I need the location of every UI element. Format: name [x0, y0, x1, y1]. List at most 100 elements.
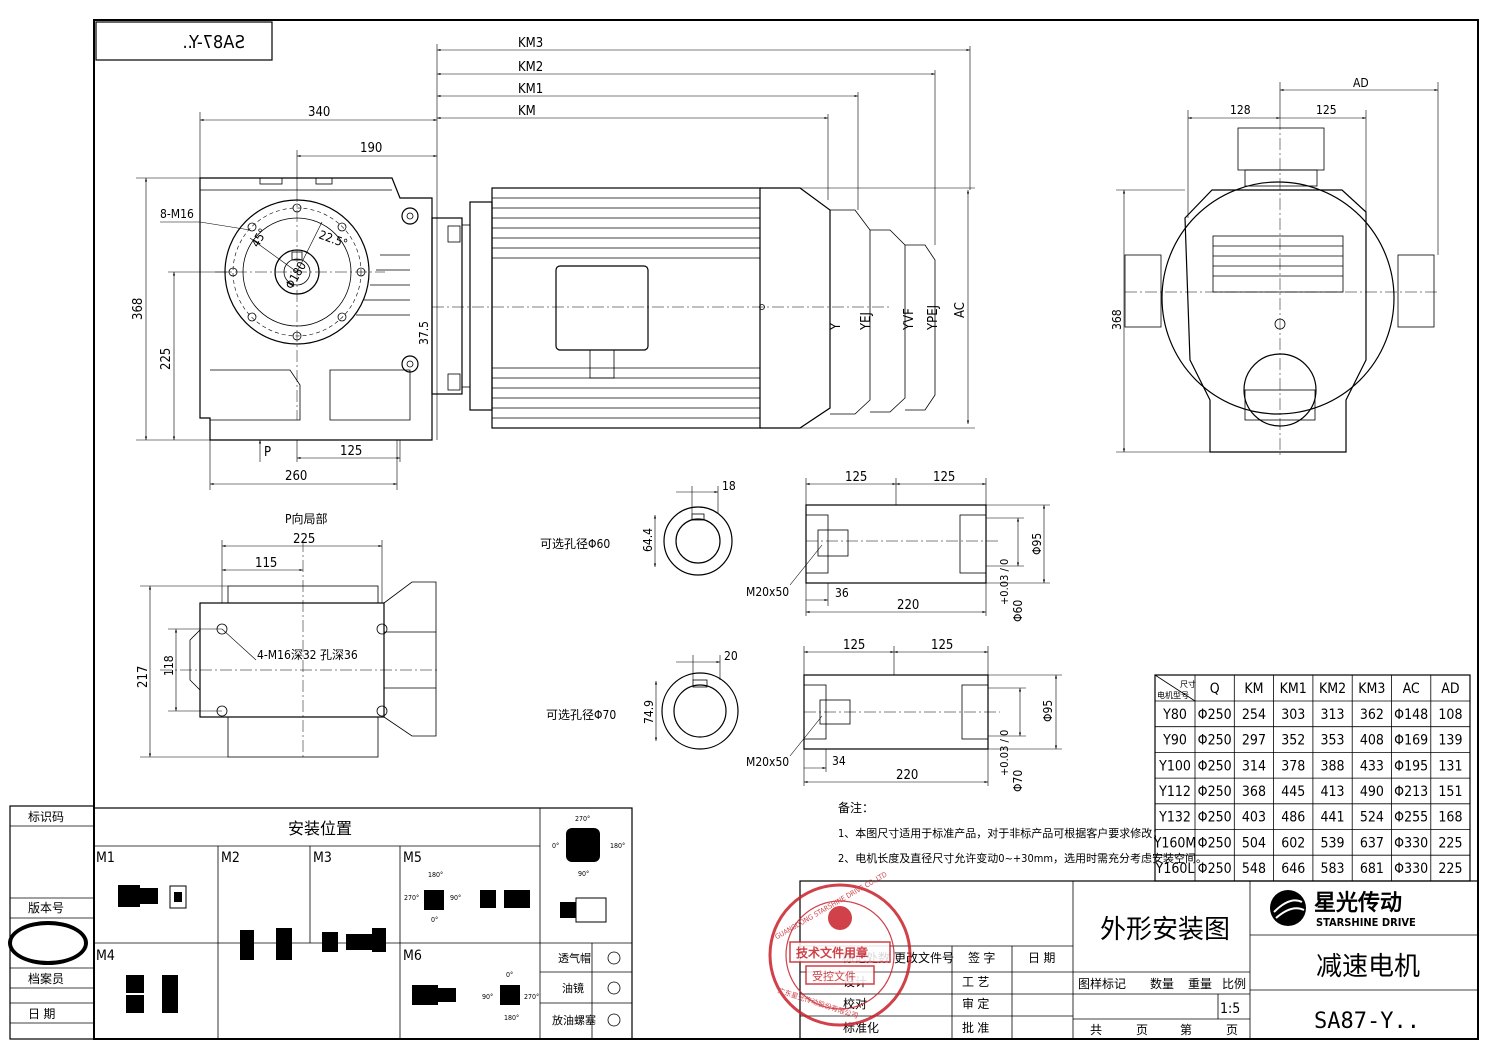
- table-cell: 313: [1321, 707, 1345, 723]
- dim-ad: AD: [1353, 76, 1369, 90]
- drawing-frame: [93, 19, 1479, 1040]
- table-header: KM: [1244, 681, 1263, 697]
- title-block: 外形安装图 减速电机 SA87-Y.. 星光传动 STARSHINE DRIVE…: [799, 880, 1479, 1040]
- table-corner-top: 尺寸: [1180, 679, 1196, 689]
- label-pages-a: 页: [1136, 1023, 1148, 1037]
- model-number: SA87-Y..: [1314, 1009, 1420, 1034]
- dim-368: 368: [131, 298, 146, 320]
- icon-angle-270: 270°: [575, 815, 590, 823]
- table-motor-model: Y132: [1158, 810, 1191, 826]
- dim-36: 36: [835, 586, 849, 600]
- controlled-document-stamp: GUANGDONG STARSHINE DRIVE CO.,LTD 技术文件用章…: [768, 870, 912, 1027]
- label-number: 第: [1180, 1023, 1192, 1037]
- scale-value: 1:5: [1220, 1001, 1240, 1017]
- dim-125-shaft70-b: 125: [931, 638, 953, 653]
- side-motor-outline: [1161, 181, 1395, 415]
- table-header: AD: [1441, 681, 1459, 697]
- dim-225-p: 225: [293, 532, 315, 547]
- table-cell: Φ250: [1198, 758, 1232, 774]
- table-cell: 408: [1360, 733, 1384, 749]
- table-cell: Φ148: [1394, 707, 1428, 723]
- motor-body: [491, 187, 761, 429]
- front-view: Y YEJ YVF YPEJ AC KM3 KM2 KM1 KM 340 190…: [131, 36, 975, 490]
- dim-220-a: 220: [897, 598, 919, 613]
- dim-118: 118: [162, 655, 176, 676]
- table-cell: 368: [1242, 784, 1266, 800]
- label-ratio: 比例: [1222, 977, 1246, 991]
- dim-125-shaft60-a: 125: [845, 470, 867, 485]
- dim-22-5deg: 22.5°: [317, 228, 349, 251]
- table-cell: 583: [1321, 861, 1345, 877]
- role-approve: 批 准: [962, 1020, 989, 1035]
- title-box: SA87-Y..: [95, 21, 273, 61]
- m5-angle-180: 180°: [428, 871, 443, 879]
- option-bore-70: 可选孔径Φ70: [546, 708, 616, 722]
- p-view-title: P向局部: [285, 511, 328, 526]
- p-direction-view: P向局部 225 115 217 118 4-M16深32 孔深36: [136, 511, 440, 760]
- table-cell: 504: [1242, 835, 1266, 851]
- hdr-signature: 签 字: [968, 950, 995, 965]
- label-weight: 重量: [1188, 977, 1212, 991]
- legend-drain-plug: 放油螺塞: [552, 1013, 596, 1027]
- legend-vent-cap: 透气帽: [558, 951, 591, 965]
- table-cell: 352: [1281, 733, 1305, 749]
- dim-225: 225: [159, 348, 174, 370]
- stamp-line-2: 受控文件: [812, 969, 856, 983]
- dim-phi95-b: Φ95: [1041, 700, 1055, 722]
- table-motor-model: Y100: [1158, 758, 1191, 774]
- tol-70: +0.03 / 0: [998, 730, 1011, 776]
- shaft-option-60: 可选孔径Φ60 18 64.4 125 125 Φ95 Φ60 +0.03 / …: [540, 470, 1050, 622]
- dim-8m16: 8-M16: [160, 207, 194, 221]
- dim-phi70: Φ70: [1011, 770, 1025, 792]
- fan-cover-y: [760, 187, 831, 429]
- dim-km1: KM1: [518, 82, 543, 97]
- table-cell: 314: [1242, 758, 1266, 774]
- dim-260: 260: [285, 469, 307, 484]
- dim-phi60: Φ60: [1011, 600, 1025, 622]
- table-cell: 602: [1281, 835, 1305, 851]
- option-bore-60: 可选孔径Φ60: [540, 537, 610, 551]
- label-ypej: YPEJ: [926, 305, 941, 331]
- note-2: 2、电机长度及直径尺寸允许变动0~+30mm，选用时需充分考虑安装空间。: [838, 851, 1207, 865]
- table-motor-model: Y160L: [1155, 861, 1195, 877]
- dim-64-4: 64.4: [641, 528, 655, 552]
- strip-label-version: 版本号: [28, 901, 64, 915]
- m5-angle-0: 0°: [431, 916, 438, 924]
- table-cell: Φ169: [1394, 733, 1428, 749]
- table-cell: 486: [1281, 810, 1305, 826]
- dim-m20x50-a: M20x50: [746, 585, 789, 599]
- m5-angle-90: 90°: [450, 894, 461, 902]
- vent-cap-icon: [607, 951, 621, 965]
- mount-m6: M6: [403, 948, 422, 964]
- dim-115: 115: [255, 556, 277, 571]
- table-cell: 297: [1242, 733, 1266, 749]
- dim-190: 190: [360, 141, 382, 156]
- m5-angle-270: 270°: [404, 894, 419, 902]
- table-cell: 681: [1360, 861, 1384, 877]
- table-cell: 378: [1281, 758, 1305, 774]
- motor-adapter: [431, 217, 463, 395]
- role-proof: 校对: [843, 996, 867, 1011]
- hdr-change-doc: 更改文件号: [894, 950, 954, 965]
- product-name: 减速电机: [1316, 952, 1420, 982]
- table-header: KM3: [1358, 681, 1385, 697]
- mount-m3: M3: [313, 850, 332, 866]
- label-pages-b: 页: [1226, 1023, 1238, 1037]
- dim-34: 34: [832, 754, 846, 768]
- table-motor-model: Y80: [1162, 707, 1187, 723]
- dim-128: 128: [1230, 103, 1251, 117]
- dim-km: KM: [518, 104, 536, 119]
- table-cell: 225: [1438, 861, 1462, 877]
- table-cell: Φ330: [1394, 835, 1428, 851]
- stamp-line-1: 技术文件用章: [796, 945, 868, 960]
- dim-220-b: 220: [896, 768, 918, 783]
- table-cell: 524: [1360, 810, 1384, 826]
- dim-125-shaft60-b: 125: [933, 470, 955, 485]
- table-cell: 637: [1360, 835, 1384, 851]
- strip-label-date: 日 期: [28, 1007, 55, 1021]
- dim-217: 217: [136, 666, 151, 688]
- dim-125-shaft70-a: 125: [843, 638, 865, 653]
- left-record-strip: 标识码 版本号 档案员 日 期: [8, 810, 94, 1024]
- table-cell: 303: [1281, 707, 1305, 723]
